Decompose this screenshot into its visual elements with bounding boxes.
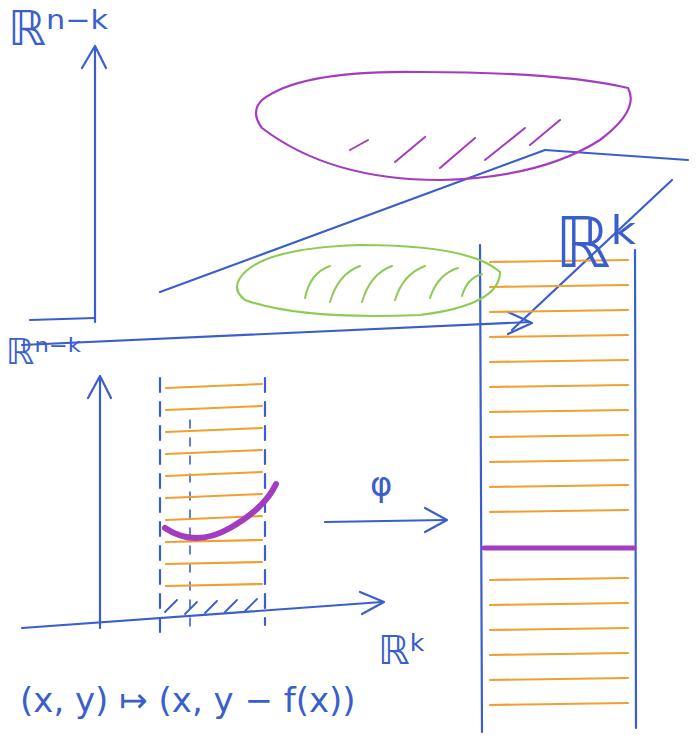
hatching <box>166 260 628 705</box>
hatching <box>350 120 560 168</box>
arrowhead <box>360 592 384 614</box>
map-arrow <box>325 520 445 522</box>
hatching <box>305 266 482 302</box>
plane-edge <box>545 150 688 160</box>
map-label: φ <box>370 466 392 503</box>
arrowhead <box>88 376 111 398</box>
hatching <box>165 599 257 614</box>
dashed-line <box>189 420 191 630</box>
axis <box>22 602 382 628</box>
base-region <box>237 245 500 316</box>
graph-region <box>256 72 631 180</box>
flat-line <box>484 546 634 551</box>
arrowhead <box>425 508 447 532</box>
axis <box>30 318 95 320</box>
formula: (x, y) ↦ (x, y − f(x)) <box>20 682 356 719</box>
axis-label: ℝᵏ <box>555 205 640 282</box>
axis-label: ℝᵏ <box>378 628 427 672</box>
strip-edge <box>159 378 161 632</box>
plane-edge <box>512 180 672 330</box>
graph-curve <box>165 484 276 538</box>
strip-edge <box>480 245 482 732</box>
axis-label: ℝⁿ⁻ᵏ <box>6 332 83 372</box>
axis <box>94 48 96 322</box>
strip-edge <box>635 250 636 728</box>
axis <box>99 378 101 628</box>
plane-edge <box>22 322 530 345</box>
axis-label: ℝⁿ⁻ᵏ <box>8 2 111 55</box>
